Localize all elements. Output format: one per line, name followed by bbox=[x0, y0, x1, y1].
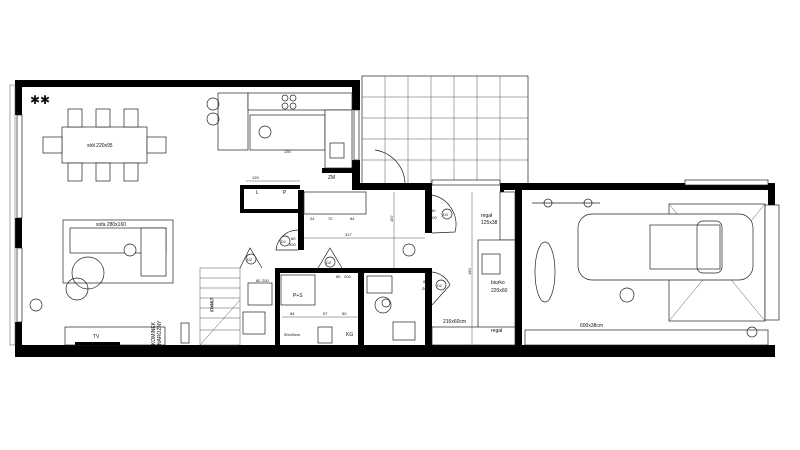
dim-counter: 120 bbox=[252, 175, 259, 180]
shelf-bottom-label: regał bbox=[491, 328, 503, 334]
door-tag: D1 bbox=[281, 239, 287, 244]
wc bbox=[366, 275, 416, 341]
door-width: 80 bbox=[256, 278, 261, 283]
wardrobe-left-label: L bbox=[256, 190, 259, 196]
office: 190 regał 125x38 biurko 220x60 216x60cm … bbox=[431, 191, 516, 346]
staircase: 17x18,7 bbox=[199, 267, 241, 346]
door-height: 200 bbox=[262, 278, 269, 283]
sofa: sofa 280x160 bbox=[62, 219, 174, 301]
door-tag: D1 bbox=[443, 212, 449, 217]
door-width: 80 bbox=[431, 208, 436, 213]
plant-icon: ✱✱ bbox=[30, 93, 50, 107]
door-tag: D2 bbox=[326, 260, 332, 265]
door-height: 200 bbox=[430, 215, 437, 220]
dim-hall-depth: 197 bbox=[389, 215, 394, 222]
kitchen: ZM 130 120 L P bbox=[206, 92, 353, 196]
bath-cabinet-label: 90x40cm bbox=[284, 332, 301, 337]
desk-size-label: 220x60 bbox=[491, 288, 508, 294]
dim-bath-b: 57 bbox=[323, 311, 328, 316]
garage: 600x38cm bbox=[524, 198, 780, 346]
desk-label: biurko bbox=[491, 280, 505, 286]
dim-bath-a: 84 bbox=[290, 311, 295, 316]
door-height: 200 bbox=[289, 242, 296, 247]
hall-wardrobe: 24 72 84 317 197 bbox=[303, 191, 425, 268]
boiler-label: KG bbox=[346, 332, 353, 338]
windows bbox=[9, 84, 769, 346]
bathroom: P+S 84 57 50 90x40cm KG bbox=[242, 274, 358, 344]
office-cabinet-label: 216x60cm bbox=[443, 319, 466, 325]
dim-office-depth: 190 bbox=[467, 268, 472, 275]
shelf-label: regał bbox=[481, 213, 493, 219]
door-height: 200 bbox=[344, 274, 351, 279]
door-tag: D2 bbox=[437, 283, 443, 288]
wardrobe-right-label: P bbox=[283, 190, 287, 196]
dim-hall-width: 317 bbox=[345, 232, 352, 237]
tv-label: TV bbox=[93, 334, 100, 340]
dining-table-label: stół 220x95 bbox=[87, 143, 113, 149]
dim-bath-c: 50 bbox=[342, 311, 347, 316]
dim-wardrobe-b: 72 bbox=[328, 216, 333, 221]
door-width: 80 bbox=[291, 236, 296, 241]
fridge-label: ZM bbox=[328, 175, 335, 181]
fireplace-label-1: KOMINEK bbox=[151, 321, 157, 345]
dim-wardrobe-a: 24 bbox=[310, 216, 315, 221]
fireplace-label-2: NAROŻNY bbox=[156, 320, 163, 345]
door-height: 200 bbox=[422, 286, 429, 291]
car bbox=[577, 213, 754, 281]
door-width: 80 bbox=[423, 279, 428, 284]
stairs-label: 17x18,7 bbox=[209, 297, 214, 312]
doors: D1 80 200 D2 80 200 D2 80 200 D1 80 200 … bbox=[239, 149, 457, 306]
dim-island: 130 bbox=[284, 149, 291, 154]
door-width: 80 bbox=[336, 274, 341, 279]
terrace bbox=[361, 75, 529, 185]
walls bbox=[15, 80, 775, 357]
garage-cabinet-label: 600x38cm bbox=[580, 323, 603, 329]
motorcycle bbox=[534, 241, 556, 303]
shelf-size-label: 125x38 bbox=[481, 220, 498, 226]
tv-unit: TV KOMINEK NAROŻNY bbox=[64, 320, 190, 346]
dining-set: stół 220x95 ✱✱ bbox=[30, 93, 167, 182]
door-tag: D2 bbox=[247, 257, 253, 262]
sofa-label: sofa 280x160 bbox=[96, 222, 126, 228]
dim-wardrobe-c: 84 bbox=[350, 216, 355, 221]
person-figures bbox=[29, 125, 416, 312]
shower-label: P+S bbox=[293, 293, 303, 299]
